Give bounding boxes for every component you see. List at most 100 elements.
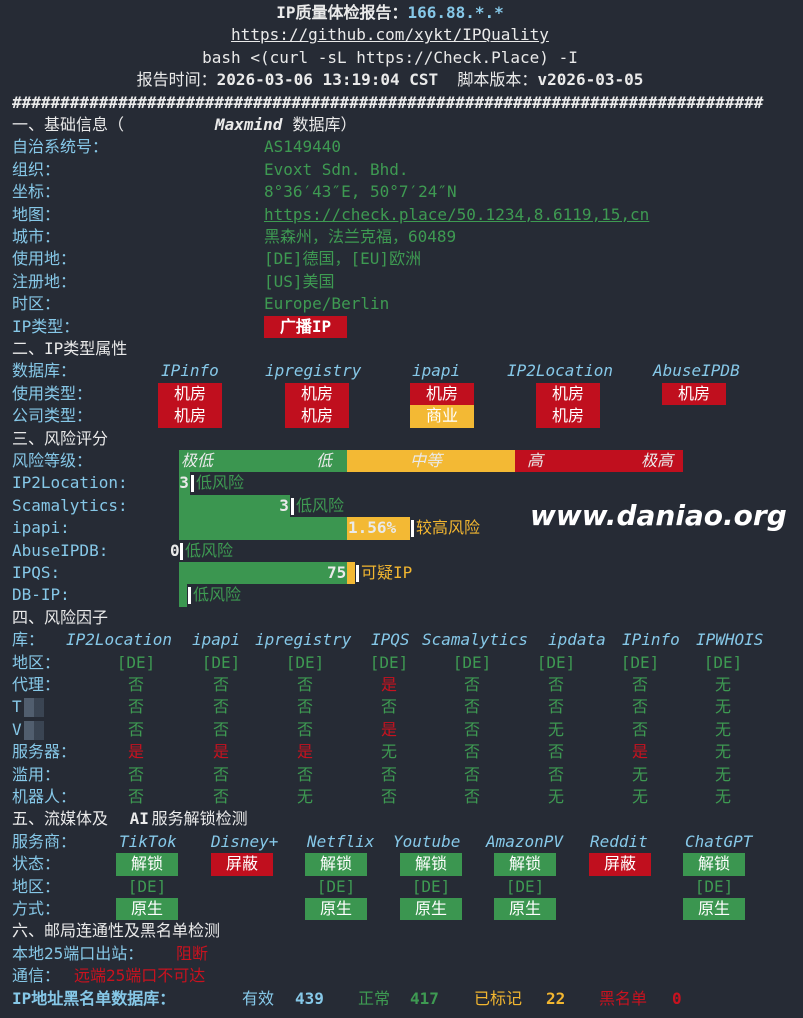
basic-label: 地图： — [12, 204, 61, 224]
terminal-line: 公司类型：机房机房商业机房 — [0, 405, 803, 428]
unlock-status-badge: 屏蔽 — [211, 853, 273, 876]
repo-link[interactable]: https://github.com/xykt/IPQuality — [231, 25, 549, 45]
service-region: [DE] — [127, 876, 167, 896]
unlock-status-badge: 解锁 — [305, 853, 367, 876]
risk-scale-low — [179, 450, 347, 473]
risk-score: 0 — [170, 540, 180, 560]
factor-value: 否 — [296, 719, 313, 739]
factor-value: 否 — [463, 719, 480, 739]
terminal-line: 服务器：是是是无否否是无 — [0, 741, 803, 763]
risk-marker — [180, 542, 183, 560]
source-name: IPinfo — [161, 361, 219, 381]
usage-type-label: 使用类型： — [12, 383, 93, 403]
risk-marker — [191, 475, 194, 493]
basic-label: 组织： — [12, 159, 61, 179]
factor-value: 无 — [631, 787, 648, 806]
terminal-line: 六、邮局连通性及黑名单检测 — [0, 920, 803, 942]
terminal-line: 自治系统号：AS149440 — [0, 136, 803, 158]
basic-value[interactable]: https://check.place/50.1234,8.6119,15,cn — [264, 204, 650, 224]
lib-label: 库： — [12, 630, 45, 650]
factor-source: ipapi — [192, 630, 241, 650]
company-type-badge: 商业 — [410, 405, 474, 428]
terminal-line: 使用类型：机房机房机房机房机房 — [0, 382, 803, 406]
factor-value: [DE] — [536, 652, 576, 672]
risk-scale-label: 中等 — [410, 451, 443, 470]
terminal-line: 通信：远端25端口不可达 — [0, 965, 803, 987]
terminal-line: DB-IP:低风险 — [0, 584, 803, 607]
terminal-line: 二、IP类型属性 — [0, 338, 803, 360]
factor-label: T — [12, 697, 22, 717]
service-name: AmazonPV — [486, 831, 564, 851]
unlock-status-badge: 解锁 — [116, 853, 178, 876]
unlock-status-badge: 解锁 — [683, 853, 745, 876]
terminal-line: 坐标：8°36′43″E, 50°7′24″N — [0, 181, 803, 203]
service-name: Disney+ — [211, 831, 279, 851]
factor-value: 否 — [127, 697, 144, 717]
comm-label: 通信： — [12, 966, 61, 986]
company-type-label: 公司类型： — [12, 406, 93, 426]
source-name: ipapi — [412, 361, 461, 381]
factor-value: 否 — [631, 675, 648, 694]
terminal-line: 代理：否否否是否否否无 — [0, 674, 803, 696]
factor-value: 无 — [714, 719, 731, 739]
terminal-line: 地区：[DE][DE][DE][DE][DE][DE][DE][DE] — [0, 652, 803, 674]
factor-source: IP2Location — [66, 630, 172, 650]
factor-value: 否 — [212, 764, 229, 784]
report-time: 2026-03-06 13:19:04 CST — [216, 70, 439, 90]
factor-value: 否 — [127, 675, 144, 694]
factor-label: 机器人： — [12, 787, 77, 806]
port25-value: 阻断 — [176, 943, 209, 963]
section-factors-title: 四、风险因子 — [12, 607, 109, 627]
risk-verdict: 低风险 — [193, 585, 242, 605]
factor-value: 否 — [380, 787, 397, 806]
factor-value: 否 — [547, 742, 564, 762]
basic-value: 8°36′43″E, 50°7′24″N — [264, 182, 457, 202]
factor-value: 否 — [212, 697, 229, 717]
factor-value: [DE] — [201, 652, 241, 672]
factor-source: IPQS — [371, 630, 410, 650]
terminal-line: 方式：原生原生原生原生原生 — [0, 898, 803, 921]
section-streaming-suffix: 服务解锁检测 — [151, 809, 248, 829]
factor-value: 否 — [127, 719, 144, 739]
risk-source-name: IPQS: — [12, 563, 61, 582]
risk-source-name: IP2Location: — [12, 473, 128, 493]
risk-source-name: ipapi: — [12, 518, 70, 538]
centered-line: 报告时间：2026-03-06 13:19:04 CST 脚本版本：v2026-… — [0, 69, 780, 91]
factor-source: Scamalytics — [422, 630, 528, 650]
basic-label: 自治系统号： — [12, 137, 109, 157]
risk-bar — [179, 494, 290, 518]
factor-value: 否 — [463, 697, 480, 717]
risk-scale-label: 极低 — [181, 451, 214, 470]
terminal-line: 地区：[DE][DE][DE][DE][DE] — [0, 876, 803, 898]
usage-type-badge: 机房 — [285, 382, 349, 406]
provider-label: 服务商： — [12, 831, 77, 851]
factor-value: 是 — [127, 742, 144, 762]
terminal-line: 状态：解锁屏蔽解锁解锁解锁屏蔽解锁 — [0, 853, 803, 876]
company-type-badge: 机房 — [285, 405, 349, 428]
service-name: Reddit — [590, 831, 648, 851]
risk-marker — [356, 565, 359, 582]
factor-value: 否 — [380, 764, 397, 784]
factor-value: 无 — [714, 764, 731, 784]
section-basic-db: Maxmind — [215, 115, 283, 134]
factor-value: 是 — [212, 742, 229, 762]
marked-label: 已标记 — [474, 988, 523, 1008]
unlock-method-badge: 原生 — [116, 898, 178, 921]
basic-value: 黑森州，法兰克福，60489 — [264, 227, 457, 246]
method-label: 方式： — [12, 899, 61, 918]
source-name: AbuseIPDB — [653, 361, 740, 381]
watermark: www.daniao.org — [530, 499, 787, 532]
risk-bar — [179, 472, 190, 495]
terminal-line: 机器人：否否无否否无无无 — [0, 786, 803, 808]
factor-value: 否 — [212, 787, 229, 806]
basic-value: Europe/Berlin — [264, 294, 390, 314]
service-region: [DE] — [694, 876, 734, 896]
factor-value: 否 — [547, 675, 564, 694]
script-version: v2026-03-05 — [537, 70, 644, 90]
factor-label: 地区： — [12, 652, 61, 672]
factor-value: [DE] — [452, 652, 492, 672]
factor-value: 否 — [631, 719, 648, 739]
centered-line: https://github.com/xykt/IPQuality — [0, 24, 780, 46]
